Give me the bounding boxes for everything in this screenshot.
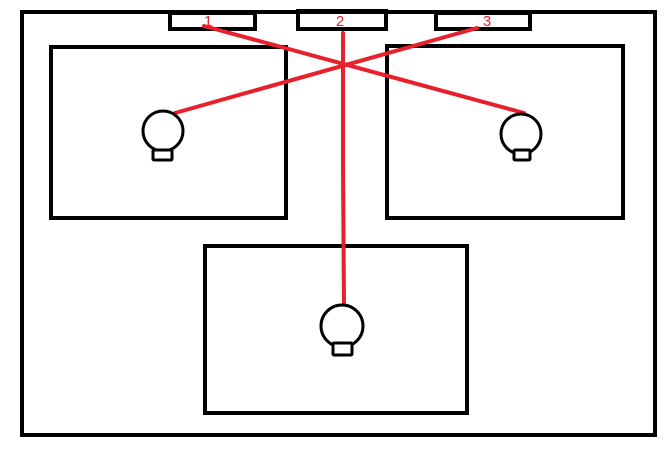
room-right bbox=[385, 44, 625, 220]
wire-switch-2-to-bottom-bulb bbox=[341, 31, 346, 310]
lightbulb-icon bbox=[319, 303, 365, 357]
lightbulb-icon bbox=[499, 112, 543, 162]
switch-1-label: 1 bbox=[204, 13, 212, 30]
switch-3-label: 3 bbox=[483, 13, 491, 30]
switch-3-box[interactable] bbox=[434, 11, 532, 31]
outer-boundary bbox=[20, 10, 657, 437]
switch-2-label: 2 bbox=[336, 13, 344, 30]
switch-2-box[interactable] bbox=[296, 9, 388, 31]
room-bottom bbox=[203, 244, 469, 415]
wire-switch-3-to-left-bulb bbox=[173, 26, 479, 115]
room-left bbox=[49, 45, 288, 220]
lightbulb-icon bbox=[141, 109, 185, 162]
wire-switch-1-to-right-bulb bbox=[202, 24, 526, 115]
